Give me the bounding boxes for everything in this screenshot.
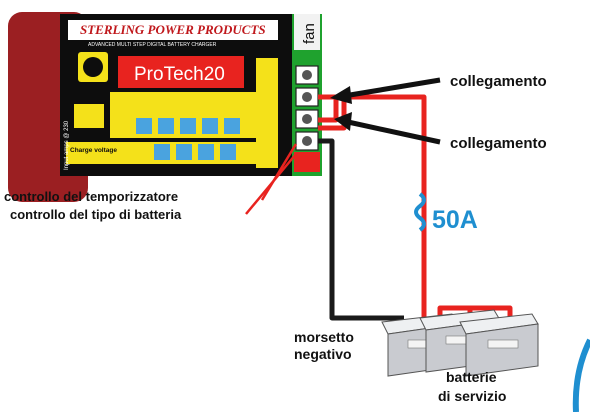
fan-label: fan <box>301 23 318 44</box>
fuse-icon <box>414 192 426 232</box>
terminal-red-block <box>294 152 320 172</box>
control-wires <box>245 143 298 215</box>
battery-type-control-wire <box>245 153 297 215</box>
battery-charger: STERLING POWER PRODUCTS ADVANCED MULTI S… <box>8 12 292 202</box>
charger-logo-icon <box>83 57 103 77</box>
fuse-rating: 50A <box>432 206 478 234</box>
arrow-collegamento-bottom <box>347 119 441 145</box>
charger-dip-switch-row-bottom <box>154 144 236 160</box>
label-battery-type-control: controllo del tipo di batteria <box>10 207 182 222</box>
red-jumper-loop-outer <box>318 94 347 131</box>
label-timer-control: controllo del temporizzatore <box>4 189 179 204</box>
label-negative-terminal-line2: negativo <box>294 346 352 362</box>
label-batteries-line1: batterie <box>446 369 497 385</box>
arrow-head-icon <box>330 86 352 104</box>
terminal-screw-icon <box>302 114 312 124</box>
arrow-collegamento-top <box>343 77 441 99</box>
fan-label-plate <box>294 14 320 50</box>
terminal-screw-icon <box>302 136 312 146</box>
terminal-screw-icon <box>302 70 312 80</box>
positive-wiring <box>318 94 513 339</box>
charger-side-strip <box>256 58 278 168</box>
battery-3 <box>459 313 539 377</box>
negative-wire <box>318 138 404 321</box>
terminal-block: fan <box>292 14 322 176</box>
terminal-screw-icon <box>302 92 312 102</box>
charger-brand-plate <box>68 20 278 40</box>
fuse: 50A <box>414 192 478 234</box>
timer-control-wire <box>260 143 298 201</box>
label-batteries-line2: di servizio <box>438 388 507 404</box>
charger-tagline: ADVANCED MULTI STEP DIGITAL BATTERY CHAR… <box>88 42 217 48</box>
label-collegamento-bottom: collegamento <box>450 135 547 152</box>
charge-voltage-label: Charge voltage <box>70 147 117 154</box>
charger-brand: STERLING POWER PRODUCTS <box>80 22 266 37</box>
charger-dip-switch-row-top <box>136 118 240 134</box>
charger-warning-label <box>74 104 104 128</box>
label-negative-terminal-line1: morsetto <box>294 329 354 345</box>
red-battery-link-2 <box>470 305 513 318</box>
charger-model: ProTech20 <box>134 64 225 85</box>
label-collegamento-top: collegamento <box>450 73 547 90</box>
charger-model-band <box>118 56 244 88</box>
arrows <box>330 77 441 145</box>
arrow-head-icon <box>334 112 352 131</box>
decorative-arc <box>572 338 590 412</box>
service-batteries <box>381 309 539 377</box>
charger-side-text: Input amps @ 230 <box>64 120 70 170</box>
